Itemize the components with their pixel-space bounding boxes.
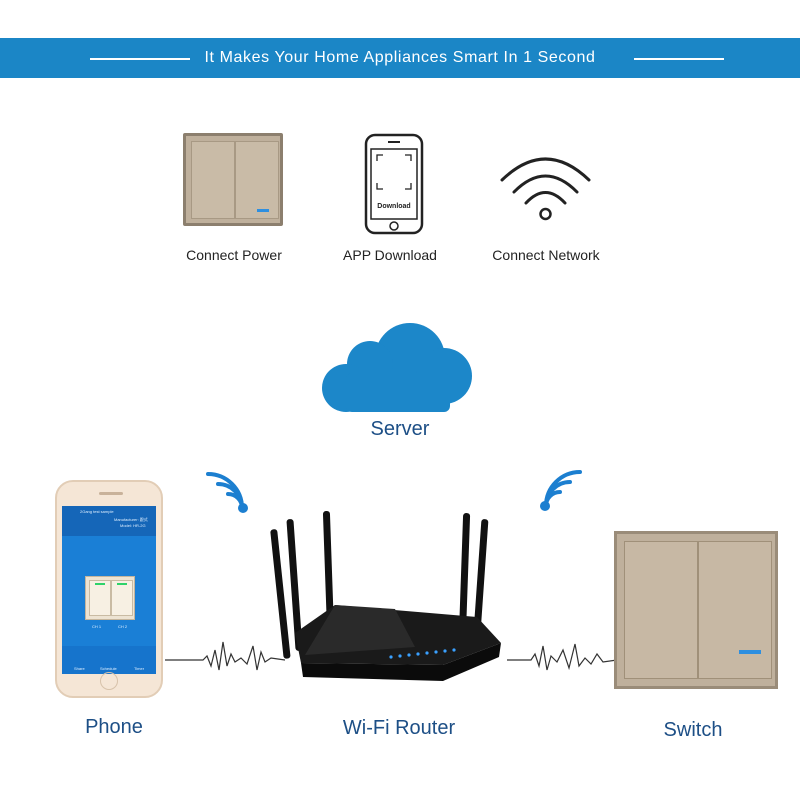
- step-label-connect-network: Connect Network: [492, 247, 600, 263]
- switch-panel-left: [624, 541, 698, 679]
- app-model-text: Model: HR-2G: [120, 523, 146, 528]
- router-label: Wi-Fi Router: [342, 717, 456, 739]
- switch-indicator-led: [739, 650, 761, 654]
- switch-label: Switch: [663, 719, 723, 741]
- wifi-signal-icon-left: [206, 472, 248, 513]
- wall-switch-icon: [183, 133, 283, 226]
- phone-screen: 2Gang test sample Manufacturer: 跟式 Model…: [62, 506, 156, 674]
- signal-wave-left: [165, 641, 285, 671]
- app-switch-widget[interactable]: [85, 576, 135, 620]
- wall-switch-device: [614, 531, 778, 689]
- phone-device: 2Gang test sample Manufacturer: 跟式 Model…: [55, 480, 163, 698]
- app-topbar: 2Gang test sample Manufacturer: 跟式 Model…: [62, 506, 156, 536]
- phone-home-button: [100, 672, 118, 690]
- cloud-icon: [322, 323, 472, 412]
- app-navbar: Share Schedule Timer: [62, 646, 156, 674]
- step-label-connect-power: Connect Power: [186, 247, 282, 263]
- banner-rule-left: [90, 58, 190, 60]
- app-header-text: 2Gang test sample: [80, 509, 114, 514]
- server-label: Server: [370, 418, 430, 440]
- router-icon: [270, 511, 501, 681]
- app-channel-label-2: CH 2: [118, 624, 128, 629]
- header-banner: It Makes Your Home Appliances Smart In 1…: [0, 38, 800, 78]
- app-nav-schedule[interactable]: Schedule: [100, 666, 117, 671]
- wifi-signal-icon-right: [540, 470, 582, 511]
- smartphone-icon: Download: [364, 133, 424, 235]
- phone-speaker: [99, 492, 123, 495]
- signal-wave-right: [507, 643, 617, 671]
- app-manufacturer-text: Manufacturer: 跟式: [114, 517, 148, 522]
- app-nav-share[interactable]: Share: [74, 666, 85, 671]
- switch-panel-right: [698, 541, 772, 679]
- phone-label: Phone: [85, 716, 143, 738]
- banner-title: It Makes Your Home Appliances Smart In 1…: [204, 49, 596, 66]
- app-nav-timer[interactable]: Timer: [134, 666, 145, 671]
- app-channel-label-1: CH 1: [92, 624, 102, 629]
- app-switch-button-1[interactable]: [89, 580, 111, 616]
- wifi-icon: [500, 157, 591, 221]
- step-label-app-download: APP Download: [343, 247, 437, 263]
- banner-rule-right: [634, 58, 724, 60]
- app-switch-button-2[interactable]: [111, 580, 133, 616]
- download-text: Download: [377, 203, 410, 210]
